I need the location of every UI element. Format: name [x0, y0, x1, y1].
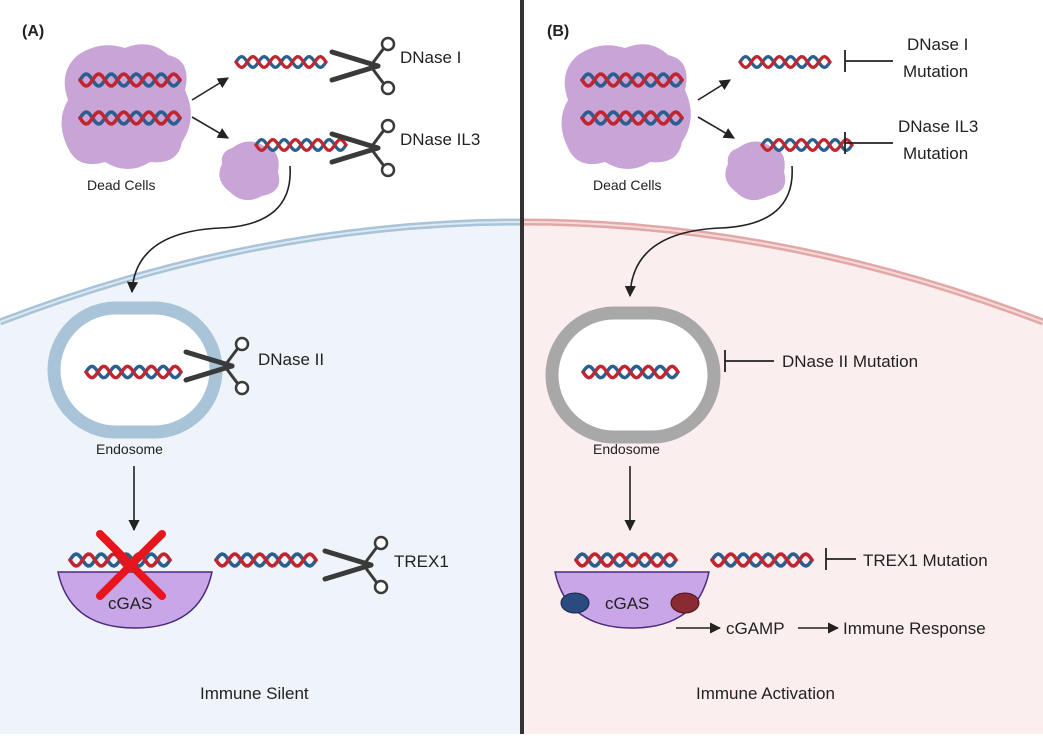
uptake-arrow-b	[624, 165, 793, 298]
endosome-label-b: Endosome	[593, 441, 660, 457]
dna-b4	[760, 137, 854, 153]
dna-a7	[214, 552, 318, 568]
dna-strand	[254, 137, 348, 153]
dna-b3	[738, 54, 832, 70]
trex1-label-a: TREX1	[394, 552, 449, 571]
dna-b2	[580, 110, 684, 126]
dnase1-label-b-line1: DNase I	[907, 35, 968, 54]
inhibit-bar-icon	[724, 350, 774, 372]
arrow-a-down	[191, 116, 229, 139]
scissors-icon	[183, 336, 250, 396]
dnase1l3-label-a: DNase IL3	[400, 130, 480, 149]
dnase1-label-a: DNase I	[400, 48, 461, 67]
endosome-label-a: Endosome	[96, 441, 163, 457]
scissors-icon	[329, 36, 396, 96]
panel-a-letter: (A)	[22, 23, 44, 40]
dna-strand	[68, 552, 172, 568]
panel-b: (B) Dead Cells DNase I Mutation DNase IL…	[545, 23, 988, 703]
inhibit-bar-icon	[844, 132, 893, 154]
dead-cell-blob-b	[561, 44, 691, 169]
cgas-active-site-blue	[560, 592, 590, 614]
dna-strand	[574, 552, 678, 568]
panel-a: (A) Dead Cells DNase I DNase IL3 DNase I…	[22, 23, 480, 703]
dnase2-label-b: DNase II Mutation	[782, 352, 918, 371]
dnase1l3-label-b-line1: DNase IL3	[898, 117, 978, 136]
dna-strand	[78, 72, 182, 88]
dna-b5	[581, 364, 680, 380]
right-cell-membrane-inner	[521, 221, 1043, 323]
blocked-x-icon	[96, 530, 166, 600]
right-cell-cytoplasm	[522, 222, 1043, 734]
dna-strand	[580, 72, 684, 88]
dna-a2	[78, 110, 182, 126]
trex1-label-b: TREX1 Mutation	[863, 551, 988, 570]
dnase2-label-a: DNase II	[258, 350, 324, 369]
dna-a4	[254, 137, 348, 153]
panel-b-letter: (B)	[547, 23, 569, 40]
dna-b7	[710, 552, 814, 568]
immune-response-label: Immune Response	[843, 619, 986, 638]
dna-strand	[580, 110, 684, 126]
cgamp-label: cGAMP	[726, 619, 785, 638]
dna-strand	[710, 552, 814, 568]
dna-a5	[84, 364, 183, 380]
inhibit-bar-icon	[844, 50, 893, 72]
left-cell-membrane-inner	[0, 221, 523, 323]
dna-b1	[580, 72, 684, 88]
dead-cell-blob-a	[61, 44, 191, 169]
dna-a1	[78, 72, 182, 88]
cgas-active-site-red	[670, 592, 700, 614]
uptake-arrow-a	[126, 165, 291, 294]
scissors-icon	[322, 535, 389, 595]
arrow-a-up	[191, 77, 229, 101]
arrow-b-down	[697, 116, 735, 139]
cgas-label-b: cGAS	[605, 594, 649, 613]
apoptotic-body-b	[725, 141, 786, 201]
outcome-label-a: Immune Silent	[200, 684, 309, 703]
dna-strand	[581, 364, 680, 380]
dna-strand	[738, 54, 832, 70]
dna-strand	[234, 54, 328, 70]
dead-cells-label-a: Dead Cells	[87, 177, 155, 193]
dna-strand	[78, 110, 182, 126]
arrow-b-up	[697, 79, 731, 101]
dna-a3	[234, 54, 328, 70]
dead-cells-label-b: Dead Cells	[593, 177, 661, 193]
dna-b6	[574, 552, 678, 568]
dnase1l3-label-b-line2: Mutation	[903, 144, 968, 163]
inhibit-bar-icon	[825, 548, 856, 570]
dnase1-label-b-line2: Mutation	[903, 62, 968, 81]
apoptotic-body-a	[219, 141, 280, 201]
left-cell-cytoplasm	[0, 222, 522, 734]
dna-strand	[214, 552, 318, 568]
outcome-label-b: Immune Activation	[696, 684, 835, 703]
scissors-icon	[329, 118, 396, 178]
dna-strand	[84, 364, 183, 380]
dna-a6	[68, 552, 172, 568]
dna-strand	[760, 137, 854, 153]
cgas-a	[57, 571, 213, 629]
cgas-label-a: cGAS	[108, 594, 152, 613]
